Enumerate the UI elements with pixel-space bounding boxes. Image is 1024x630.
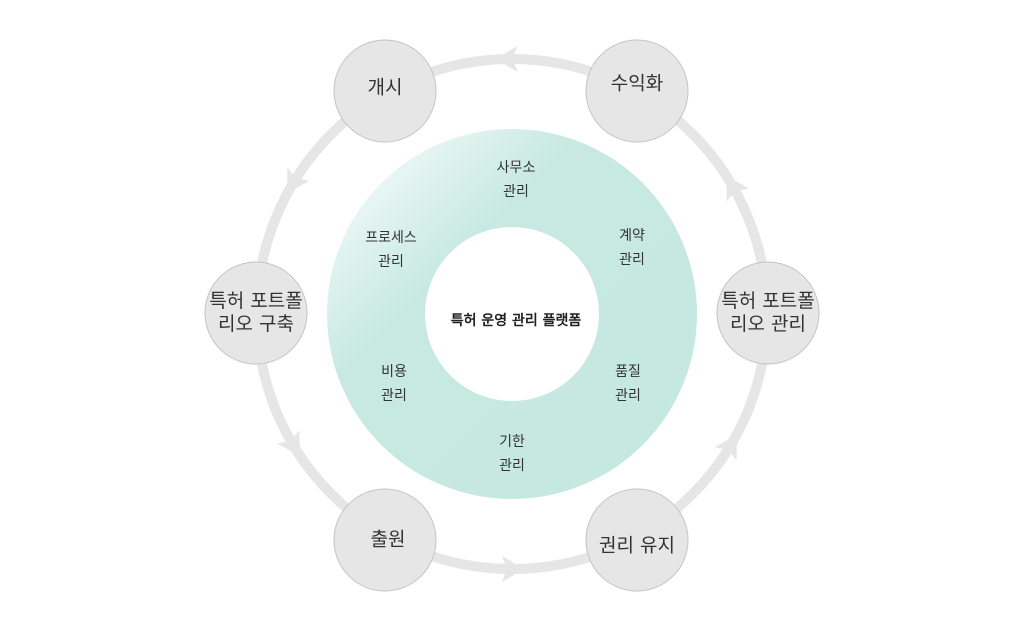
stage-label-monetization: 수익화 — [610, 72, 664, 95]
direction-arrow-icon — [714, 435, 737, 461]
platform-donut — [327, 129, 697, 499]
stage-node-monetization — [585, 39, 689, 143]
direction-arrow-icon — [726, 176, 750, 202]
stage-node-maintenance — [585, 488, 689, 592]
stage-node-filing — [333, 488, 437, 592]
stage-node-portfolio-manage — [716, 261, 820, 365]
direction-arrow-icon — [277, 430, 300, 456]
center-title: 특허 운영 관리 플랫폼 — [450, 313, 582, 329]
direction-arrow-icon — [502, 556, 524, 582]
stage-label-disclosure: 개시 — [367, 76, 403, 99]
direction-arrow-icon — [287, 167, 310, 193]
stage-label-filing: 출원 — [370, 528, 406, 551]
direction-arrow-icon — [495, 45, 518, 72]
stage-label-maintenance: 권리 유지 — [599, 534, 675, 557]
stage-node-disclosure — [333, 39, 437, 143]
stage-node-portfolio-build — [204, 261, 308, 365]
